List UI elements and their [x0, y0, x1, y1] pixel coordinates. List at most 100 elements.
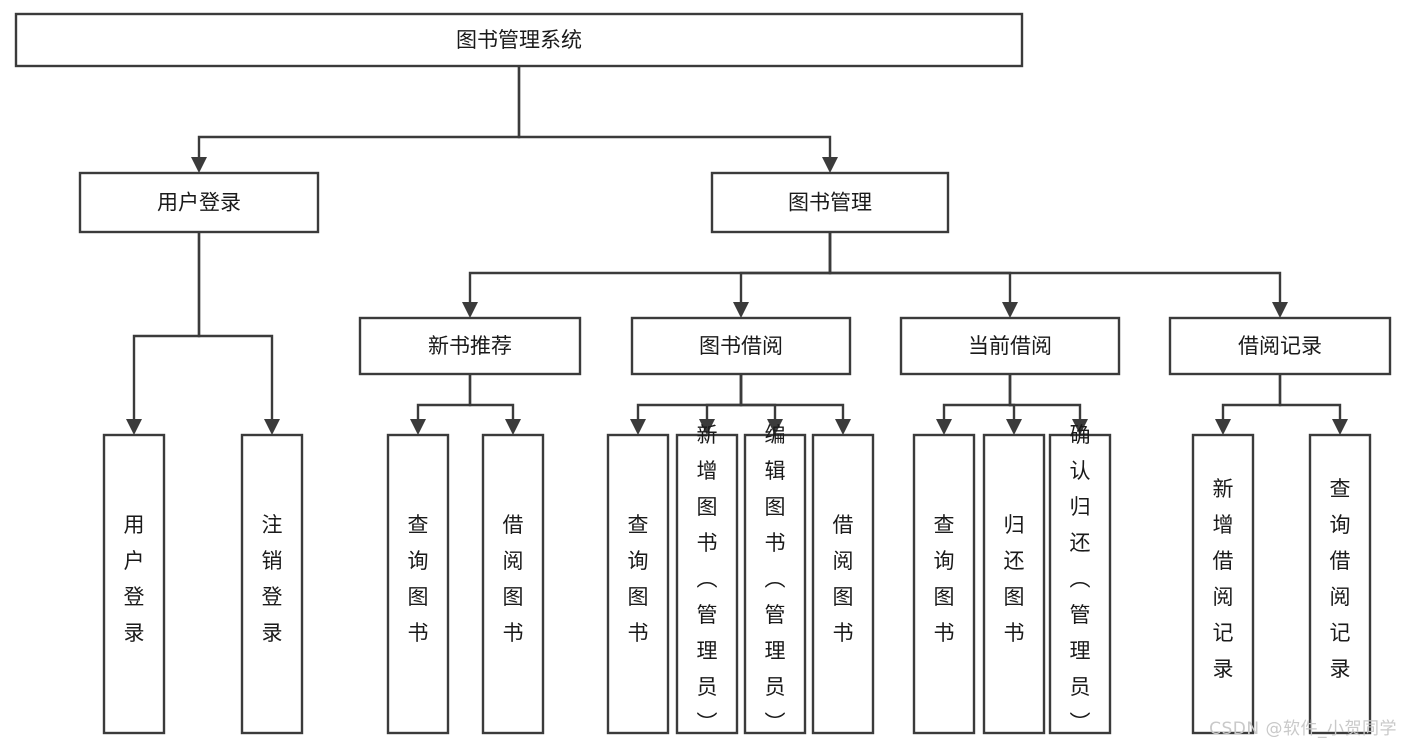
leaf-node-5[interactable]: 新增图书︵管理员︶	[675, 423, 739, 735]
arrow-head-icon	[1332, 419, 1348, 435]
edge-0-to-leaf-1-line	[468, 374, 515, 419]
arrow-head-icon	[1272, 302, 1288, 318]
leaf-node-4[interactable]: 查询图书	[606, 433, 670, 735]
arrow-head-icon	[822, 157, 838, 173]
edge-3-to-leaf-1-line	[1278, 374, 1342, 419]
connector-layer	[126, 66, 1348, 435]
leaf-node-9-rect[interactable]	[982, 433, 1046, 735]
node-layer: 图书管理系统用户登录图书管理新书推荐图书借阅当前借阅借阅记录用户登录注销登录查询…	[14, 12, 1392, 735]
edge-books-to-level3-2	[828, 232, 1018, 318]
leaf-node-6-label: 编辑图书︵管理员︶	[765, 423, 786, 735]
leaf-node-12-label: 查询借阅记录	[1330, 477, 1351, 681]
root-node[interactable]: 图书管理系统	[14, 12, 1024, 68]
arrow-head-icon	[699, 419, 715, 435]
edge-books-to-level3-3-line	[828, 232, 1282, 302]
leaf-node-3-rect[interactable]	[481, 433, 545, 735]
arrow-head-icon	[1006, 419, 1022, 435]
arrow-head-icon	[733, 302, 749, 318]
level3-node-1-label: 图书借阅	[699, 334, 783, 358]
arrow-head-icon	[505, 419, 521, 435]
edge-3-to-leaf-1	[1278, 374, 1348, 435]
leaf-node-7-label: 借阅图书	[833, 513, 854, 645]
root-node-rect[interactable]	[14, 12, 1024, 68]
edge-0-to-leaf-1	[468, 374, 521, 435]
arrow-head-icon	[1002, 302, 1018, 318]
level2-node-1[interactable]: 图书管理	[710, 171, 950, 234]
edge-1-to-leaf-3	[739, 374, 851, 435]
leaf-node-2-rect[interactable]	[386, 433, 450, 735]
leaf-node-3[interactable]: 借阅图书	[481, 433, 545, 735]
edge-login-to-leaf-0	[126, 232, 201, 435]
edge-1-to-leaf-0-line	[636, 374, 743, 419]
edge-books-to-level3-3	[828, 232, 1288, 318]
arrow-head-icon	[630, 419, 646, 435]
leaf-node-6[interactable]: 编辑图书︵管理员︶	[743, 423, 807, 735]
edge-0-to-leaf-0-line	[416, 374, 472, 419]
level3-node-0-label: 新书推荐	[428, 334, 512, 358]
arrow-head-icon	[410, 419, 426, 435]
edge-3-to-leaf-0-line	[1221, 374, 1282, 419]
leaf-node-11-rect[interactable]	[1191, 433, 1255, 735]
leaf-node-5-rect[interactable]	[675, 433, 739, 735]
leaf-node-11[interactable]: 新增借阅记录	[1191, 433, 1255, 735]
edge-1-to-leaf-1-line	[705, 374, 743, 419]
leaf-node-9-label: 归还图书	[1004, 513, 1025, 645]
leaf-node-8-label: 查询图书	[934, 513, 955, 645]
leaf-node-2-label: 查询图书	[408, 513, 429, 645]
level3-node-0[interactable]: 新书推荐	[358, 316, 582, 376]
level3-node-0-rect[interactable]	[358, 316, 582, 376]
level3-node-1[interactable]: 图书借阅	[630, 316, 852, 376]
level2-node-1-rect[interactable]	[710, 171, 950, 234]
leaf-node-12[interactable]: 查询借阅记录	[1308, 433, 1372, 735]
level3-node-2-rect[interactable]	[899, 316, 1121, 376]
level3-node-1-rect[interactable]	[630, 316, 852, 376]
leaf-node-0-rect[interactable]	[102, 433, 166, 735]
leaf-node-10-label: 确认归还︵管理员︶	[1070, 423, 1091, 735]
edge-2-to-leaf-0-line	[942, 374, 1012, 419]
leaf-node-10[interactable]: 确认归还︵管理员︶	[1048, 423, 1112, 735]
edge-login-to-leaf-1-line	[197, 232, 274, 419]
leaf-node-1-rect[interactable]	[240, 433, 304, 735]
arrow-head-icon	[936, 419, 952, 435]
edge-books-to-level3-2-line	[828, 232, 1012, 302]
edge-login-to-leaf-0-line	[132, 232, 201, 419]
edge-root-to-level2-1	[517, 66, 838, 173]
leaf-node-8[interactable]: 查询图书	[912, 433, 976, 735]
leaf-node-5-label: 新增图书︵管理员︶	[697, 423, 718, 735]
level3-node-2[interactable]: 当前借阅	[899, 316, 1121, 376]
arrow-head-icon	[126, 419, 142, 435]
leaf-node-10-rect[interactable]	[1048, 433, 1112, 735]
leaf-node-12-rect[interactable]	[1308, 433, 1372, 735]
leaf-node-4-rect[interactable]	[606, 433, 670, 735]
leaf-node-0-label: 用户登录	[124, 513, 145, 645]
level3-node-3-rect[interactable]	[1168, 316, 1392, 376]
leaf-node-2[interactable]: 查询图书	[386, 433, 450, 735]
edge-books-to-level3-1-line	[739, 232, 832, 302]
leaf-node-3-label: 借阅图书	[503, 513, 524, 645]
level2-node-0-rect[interactable]	[78, 171, 320, 234]
leaf-node-7-rect[interactable]	[811, 433, 875, 735]
edge-2-to-leaf-0	[936, 374, 1012, 435]
root-node-label: 图书管理系统	[456, 28, 582, 52]
edge-root-to-level2-1-line	[517, 66, 832, 157]
level2-node-0-label: 用户登录	[157, 191, 241, 215]
edge-root-to-level2-0-line	[197, 66, 521, 157]
level3-node-3-label: 借阅记录	[1238, 334, 1322, 358]
level2-node-0[interactable]: 用户登录	[78, 171, 320, 234]
arrow-head-icon	[767, 419, 783, 435]
leaf-node-7[interactable]: 借阅图书	[811, 433, 875, 735]
arrow-head-icon	[1215, 419, 1231, 435]
level3-node-3[interactable]: 借阅记录	[1168, 316, 1392, 376]
leaf-node-8-rect[interactable]	[912, 433, 976, 735]
arrow-head-icon	[462, 302, 478, 318]
leaf-node-6-rect[interactable]	[743, 433, 807, 735]
edge-root-to-level2-0	[191, 66, 521, 173]
watermark-label: CSDN @软件_小贺同学	[1209, 719, 1397, 739]
leaf-node-1[interactable]: 注销登录	[240, 433, 304, 735]
leaf-node-9[interactable]: 归还图书	[982, 433, 1046, 735]
leaf-node-0[interactable]: 用户登录	[102, 433, 166, 735]
level2-node-1-label: 图书管理	[788, 191, 872, 215]
edge-3-to-leaf-0	[1215, 374, 1282, 435]
